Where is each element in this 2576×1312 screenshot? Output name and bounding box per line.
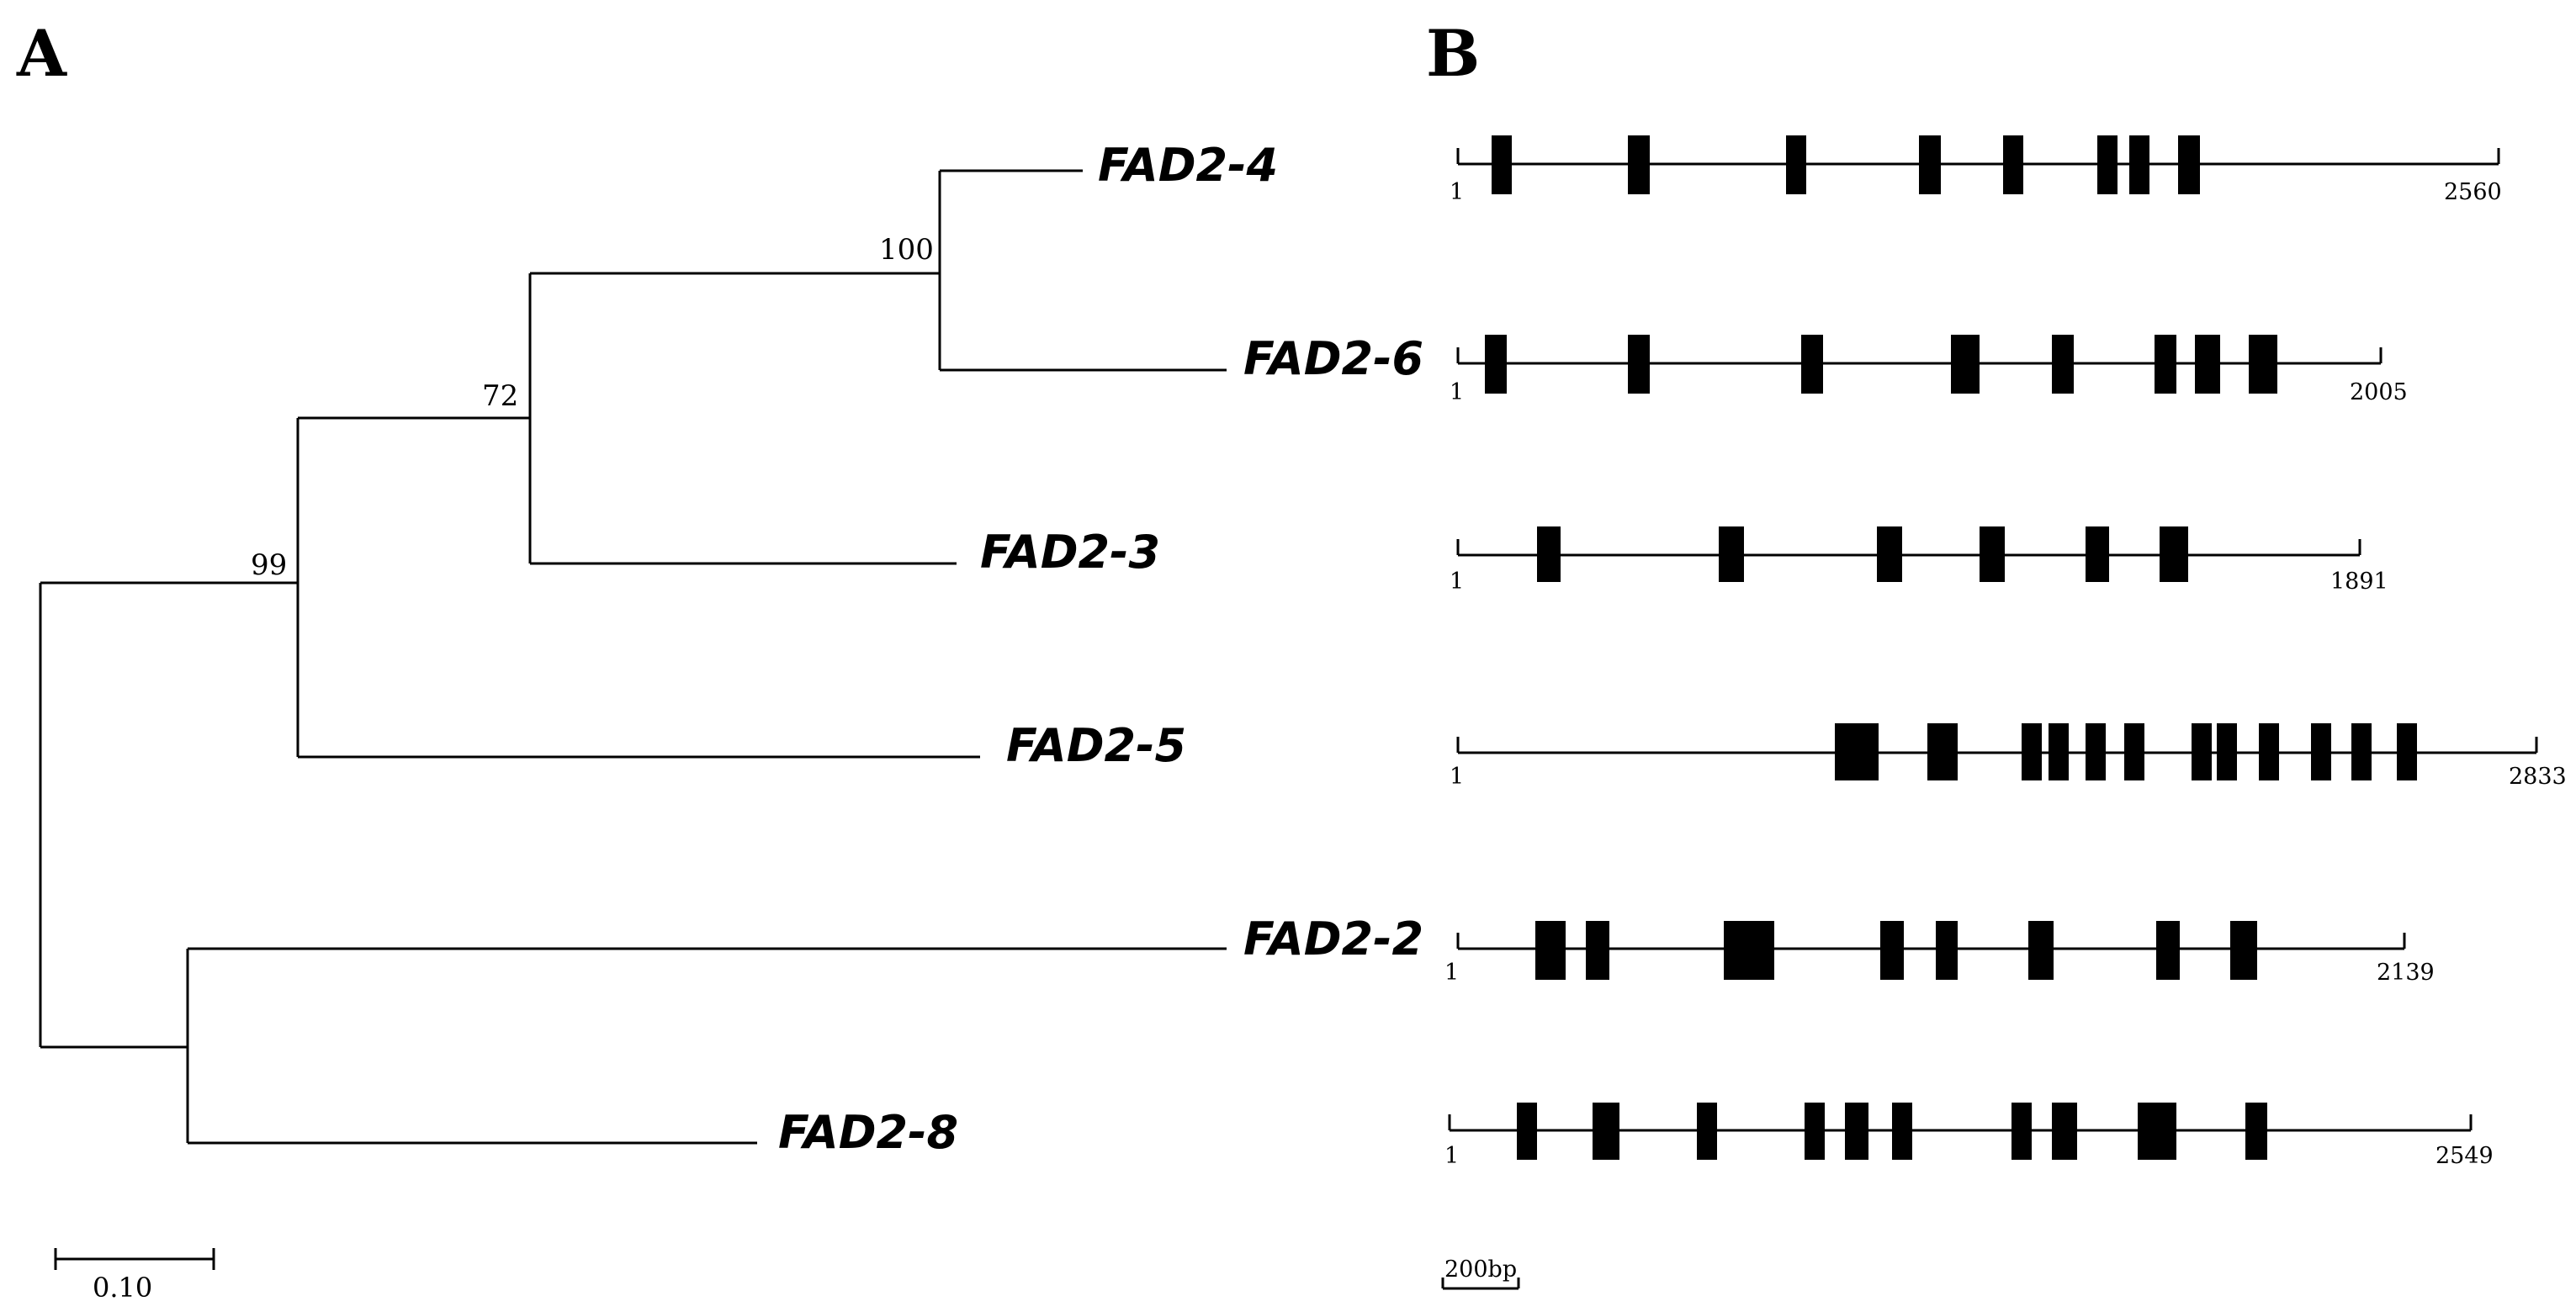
start-label: 1	[1444, 1143, 1459, 1169]
panel-a: A 100 72 99	[16, 16, 1423, 1304]
gene-structure-row: 1 2560	[1450, 135, 2502, 205]
gene-labels: FAD2-4 FAD2-6 FAD2-3 FAD2-5 FAD2-2 FAD2-…	[778, 139, 1423, 1159]
start-label: 1	[1450, 569, 1464, 595]
exon-block	[2230, 921, 2257, 980]
gene-label: FAD2-2	[1243, 913, 1423, 965]
exon-block	[1697, 1103, 1717, 1160]
exon-block	[1628, 335, 1650, 394]
exon-block	[2156, 921, 2180, 980]
exon-block	[1936, 921, 1958, 980]
exon-block	[1845, 1103, 1868, 1160]
exon-block	[2022, 723, 2042, 780]
exon-block	[2217, 723, 2237, 780]
start-label: 1	[1444, 960, 1459, 986]
tree-branches	[39, 169, 1227, 1145]
bootstrap-value: 99	[251, 548, 287, 582]
exon-block	[1801, 335, 1823, 394]
exon-block	[1880, 921, 1904, 980]
length-label: 2833	[2509, 764, 2567, 790]
exon-block	[2245, 1103, 2267, 1160]
tree-scale-bar: 0.10	[54, 1248, 215, 1304]
exon-block	[1927, 723, 1958, 780]
exon-block	[1980, 526, 2005, 582]
exon-block	[1492, 135, 1512, 194]
exon-block	[2086, 723, 2106, 780]
exon-block	[1951, 335, 1980, 394]
exon-block	[1535, 921, 1566, 980]
exon-block	[1892, 1103, 1912, 1160]
exon-block	[2311, 723, 2331, 780]
exon-block	[1877, 526, 1902, 582]
length-label: 2560	[2444, 179, 2502, 205]
gene-label: FAD2-4	[1098, 139, 1278, 192]
exon-block	[2052, 335, 2074, 394]
exon-block	[1517, 1103, 1537, 1160]
exon-block	[2259, 723, 2279, 780]
exon-block	[2012, 1103, 2032, 1160]
exon-block	[1835, 723, 1879, 780]
scale-bar-label: 200bp	[1444, 1256, 1517, 1283]
exon-block	[2155, 335, 2176, 394]
length-label: 1891	[2330, 569, 2388, 595]
bootstrap-value: 100	[879, 233, 934, 267]
gene-label: FAD2-8	[778, 1106, 958, 1159]
bootstrap-values: 100 72 99	[251, 233, 934, 582]
exon-block	[2124, 723, 2144, 780]
length-label: 2005	[2350, 379, 2408, 405]
exon-block	[2160, 526, 2188, 582]
exon-block	[2397, 723, 2417, 780]
exon-block	[1724, 921, 1774, 980]
exon-block	[1719, 526, 1744, 582]
exon-block	[2195, 335, 2220, 394]
gene-structure-row: 1 1891	[1450, 526, 2388, 595]
exon-block	[2086, 526, 2109, 582]
exon-block	[1786, 135, 1806, 194]
exon-block	[2249, 335, 2277, 394]
scale-bar-label: 0.10	[93, 1272, 152, 1304]
exon-block	[1628, 135, 1650, 194]
exon-block	[2097, 135, 2118, 194]
exon-block	[2049, 723, 2069, 780]
exon-block	[2138, 1103, 2176, 1160]
gene-label: FAD2-3	[980, 526, 1160, 579]
exon-block	[2192, 723, 2212, 780]
gene-structure-row: 1 2005	[1450, 335, 2408, 405]
exon-block	[2178, 135, 2200, 194]
gene-structure-row: 1 2833	[1450, 723, 2567, 790]
length-label: 2549	[2436, 1143, 2494, 1169]
panel-a-letter: A	[16, 16, 67, 91]
panel-b-letter: B	[1426, 16, 1480, 91]
exon-block	[2129, 135, 2149, 194]
exon-block	[1593, 1103, 1619, 1160]
gene-structure-row: 1 2549	[1444, 1103, 2494, 1169]
gene-structure-row: 1 2139	[1444, 921, 2435, 986]
gene-label: FAD2-5	[1006, 719, 1186, 772]
exon-block	[1586, 921, 1609, 980]
start-label: 1	[1450, 379, 1464, 405]
exon-block	[2003, 135, 2023, 194]
gene-scale-bar: 200bp	[1441, 1256, 1520, 1290]
exon-block	[2028, 921, 2054, 980]
exon-block	[1919, 135, 1941, 194]
panel-b: B 1 2560	[1426, 16, 2567, 1290]
exon-block	[2052, 1103, 2077, 1160]
gene-label: FAD2-6	[1243, 332, 1423, 385]
start-label: 1	[1450, 764, 1464, 790]
exon-block	[1805, 1103, 1825, 1160]
start-label: 1	[1450, 179, 1464, 205]
bootstrap-value: 72	[482, 379, 518, 413]
exon-block	[1485, 335, 1507, 394]
length-label: 2139	[2377, 960, 2435, 986]
exon-block	[1537, 526, 1561, 582]
exon-block	[2351, 723, 2372, 780]
